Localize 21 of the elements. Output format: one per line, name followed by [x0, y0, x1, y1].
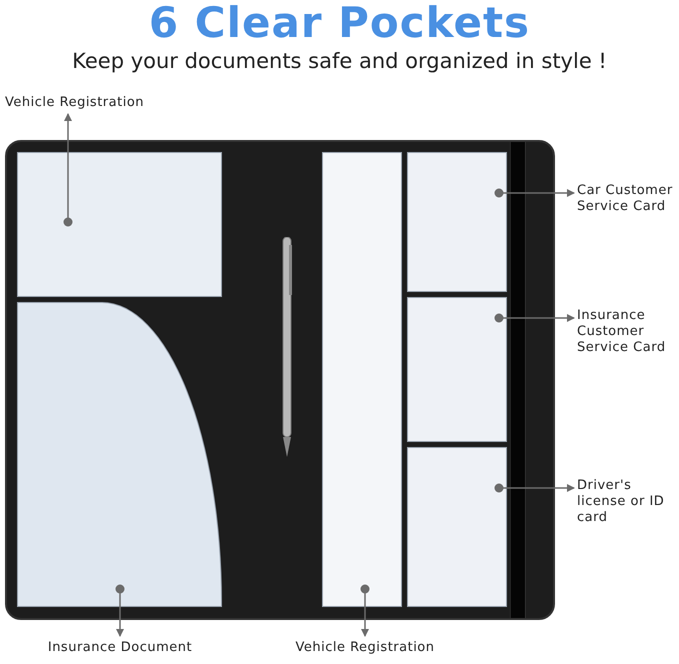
callout-label: Insurance Document	[40, 640, 200, 656]
leader-line	[116, 584, 124, 637]
leader-line	[64, 113, 72, 226]
callout-label: Vehicle Registration	[5, 95, 175, 111]
callout-label: Vehicle Registration	[280, 640, 450, 656]
leader-line	[494, 314, 575, 322]
leader-line	[494, 188, 575, 198]
pocket	[322, 152, 402, 607]
title: 6 Clear Pockets	[148, 0, 532, 46]
leader-line	[494, 484, 575, 492]
pocket	[407, 152, 507, 292]
pocket	[17, 302, 222, 607]
pocket	[407, 447, 507, 607]
leader-line	[360, 584, 370, 637]
callout-label: Insurance Customer Service Card	[577, 308, 677, 356]
callout-label: Car Customer Service Card	[577, 183, 677, 215]
callout-label: Driver's license or ID card	[577, 478, 677, 526]
pocket	[407, 297, 507, 442]
pocket	[17, 152, 222, 297]
wallet-drawing	[5, 140, 555, 620]
subtitle: Keep your documents safe and organized in style !	[71, 48, 608, 74]
